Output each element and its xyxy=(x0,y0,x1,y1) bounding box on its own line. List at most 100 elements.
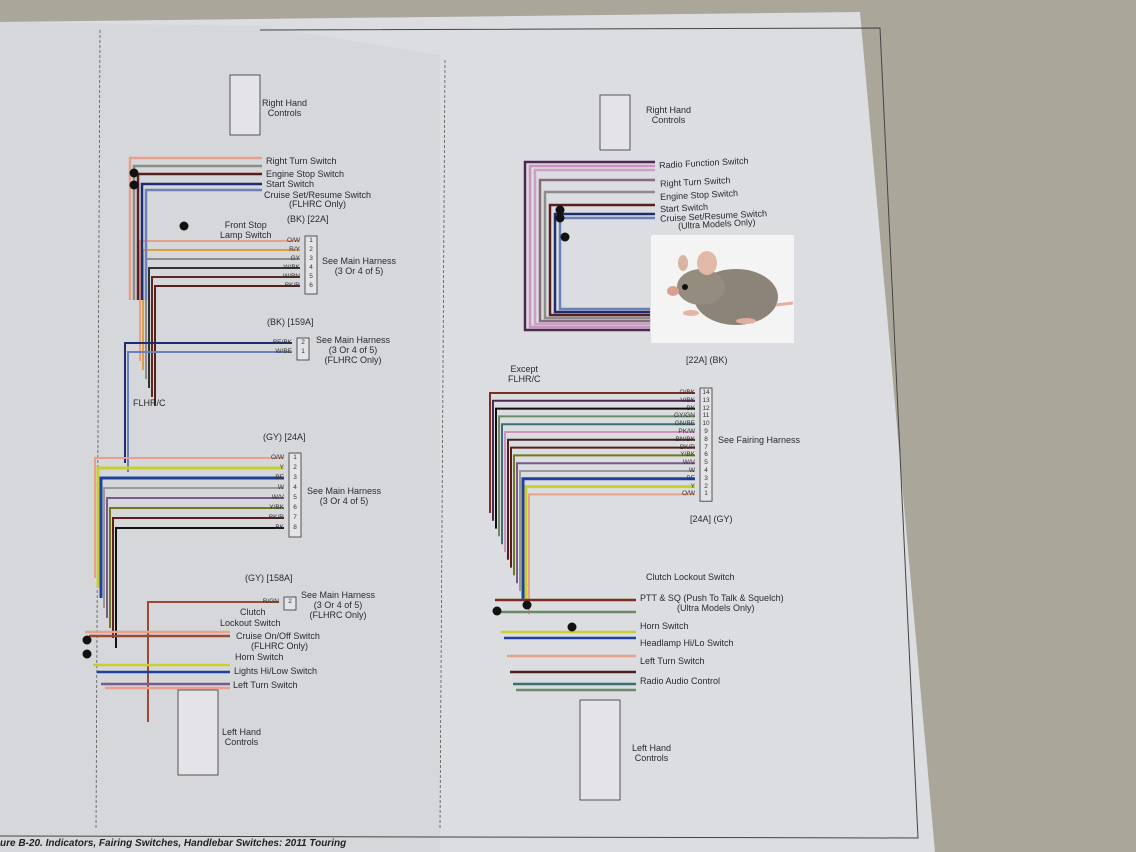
wire xyxy=(132,164,262,300)
wire xyxy=(154,285,300,406)
splice-dot xyxy=(555,205,565,215)
pin-number: 7 xyxy=(293,514,297,521)
wire xyxy=(115,527,284,648)
wire xyxy=(521,477,695,599)
label-line: Front Stop xyxy=(224,220,267,230)
wire xyxy=(148,267,300,388)
wire xyxy=(516,462,695,584)
wire xyxy=(548,203,655,317)
wire-code: BE xyxy=(275,474,284,481)
pin-number: 1 xyxy=(704,490,708,498)
wire-code: Y/BK xyxy=(269,504,284,511)
wire-code: GN/BE xyxy=(674,420,695,428)
wire-code: BK/R xyxy=(284,282,300,289)
connector-body xyxy=(229,74,261,136)
pin-number: 4 xyxy=(293,484,297,491)
switch-label: Clutch xyxy=(240,607,266,617)
connector-label: [22A] (BK) xyxy=(686,355,728,365)
wire xyxy=(109,507,284,628)
wire xyxy=(492,399,695,521)
connector-body xyxy=(177,689,219,776)
pin-number: 5 xyxy=(309,273,313,280)
wire-code: O/W xyxy=(682,490,695,498)
switch-label: (FLHRC Only) xyxy=(251,641,309,651)
connector-note: See Main Harness(3 Or 4 of 5) xyxy=(307,486,381,506)
page-border xyxy=(0,27,919,839)
pin-number: 2 xyxy=(293,464,297,471)
switch-label: Cruise On/Off Switch xyxy=(236,631,320,641)
wire-code: W xyxy=(688,467,695,474)
switch-label: Lights Hi/Low Switch xyxy=(234,666,318,676)
pin-number: 6 xyxy=(704,451,708,459)
pin-number: 7 xyxy=(704,443,708,451)
switch-label: Cruise Set/Resume Switch xyxy=(264,190,372,200)
label-line: (3 Or 4 of 5) xyxy=(313,600,363,610)
wire xyxy=(513,454,695,576)
wire xyxy=(553,212,655,314)
label-line: See Main Harness xyxy=(316,335,391,345)
pin-number: 8 xyxy=(704,435,708,443)
wire xyxy=(99,476,284,598)
wire xyxy=(489,392,695,513)
label-line: (FLHRC Only) xyxy=(309,610,367,620)
connector-label: [24A] (GY) xyxy=(690,514,733,524)
wire-code: V/BK xyxy=(680,396,695,404)
pin-number: 3 xyxy=(704,474,708,482)
splice-dot xyxy=(82,635,92,645)
label-line: Right Hand xyxy=(646,105,692,115)
wire xyxy=(147,601,279,722)
pin-number: 6 xyxy=(309,282,313,289)
label-line: Controls xyxy=(267,108,302,118)
connector-note: See Fairing Harness xyxy=(718,435,801,445)
model-label: FLHR/C xyxy=(133,398,166,408)
wire xyxy=(519,470,695,591)
wire xyxy=(103,487,284,608)
pin-number: 6 xyxy=(293,504,297,511)
connector-body xyxy=(699,387,713,502)
label-line: (3 Or 4 of 5) xyxy=(328,345,378,355)
label-line: Right Hand xyxy=(262,98,308,108)
wire-code: Y xyxy=(690,482,695,490)
wire-code: GY xyxy=(290,255,300,262)
pin-number: 2 xyxy=(301,339,305,346)
wire xyxy=(558,216,655,311)
wire-code: W/V xyxy=(271,494,284,501)
wire-code: O/W xyxy=(271,454,284,461)
wire xyxy=(528,164,655,329)
label-line: Left Hand xyxy=(222,727,262,737)
pin-number: 2 xyxy=(309,246,313,253)
wire xyxy=(127,351,292,472)
wire-code: GY/GN xyxy=(674,412,695,420)
switch-label: Left Turn Switch xyxy=(233,680,298,690)
connector-label: (BK) [22A] xyxy=(287,214,329,224)
wire xyxy=(94,457,284,578)
label-line: Controls xyxy=(651,115,686,125)
wire-code: BN/BK xyxy=(675,435,695,443)
pin-number: 5 xyxy=(293,494,297,501)
splice-dot xyxy=(560,232,570,242)
splice-dot xyxy=(179,221,189,231)
label-line: Left Hand xyxy=(632,743,672,753)
wire xyxy=(510,446,695,568)
wire-code: R/Y xyxy=(289,246,300,253)
connector-body xyxy=(579,699,621,801)
connector-label: (GY) [24A] xyxy=(263,432,306,442)
switch-label: Radio Audio Control xyxy=(640,676,721,686)
wire-code: BK/R xyxy=(268,514,284,521)
wire-code: W/BE xyxy=(275,348,292,355)
connector-label: (GY) [158A] xyxy=(245,573,293,583)
switch-label: Headlamp Hi/Lo Switch xyxy=(640,638,734,648)
connector-note: See Main Harness(3 Or 4 of 5) xyxy=(322,256,396,276)
wire-code: O/W xyxy=(287,237,300,244)
switch-label: Clutch Lockout Switch xyxy=(646,572,735,582)
wire xyxy=(507,438,695,560)
wire xyxy=(523,160,655,332)
wire-code: BK/R xyxy=(679,443,695,451)
switch-label: Right Turn Switch xyxy=(266,156,337,166)
